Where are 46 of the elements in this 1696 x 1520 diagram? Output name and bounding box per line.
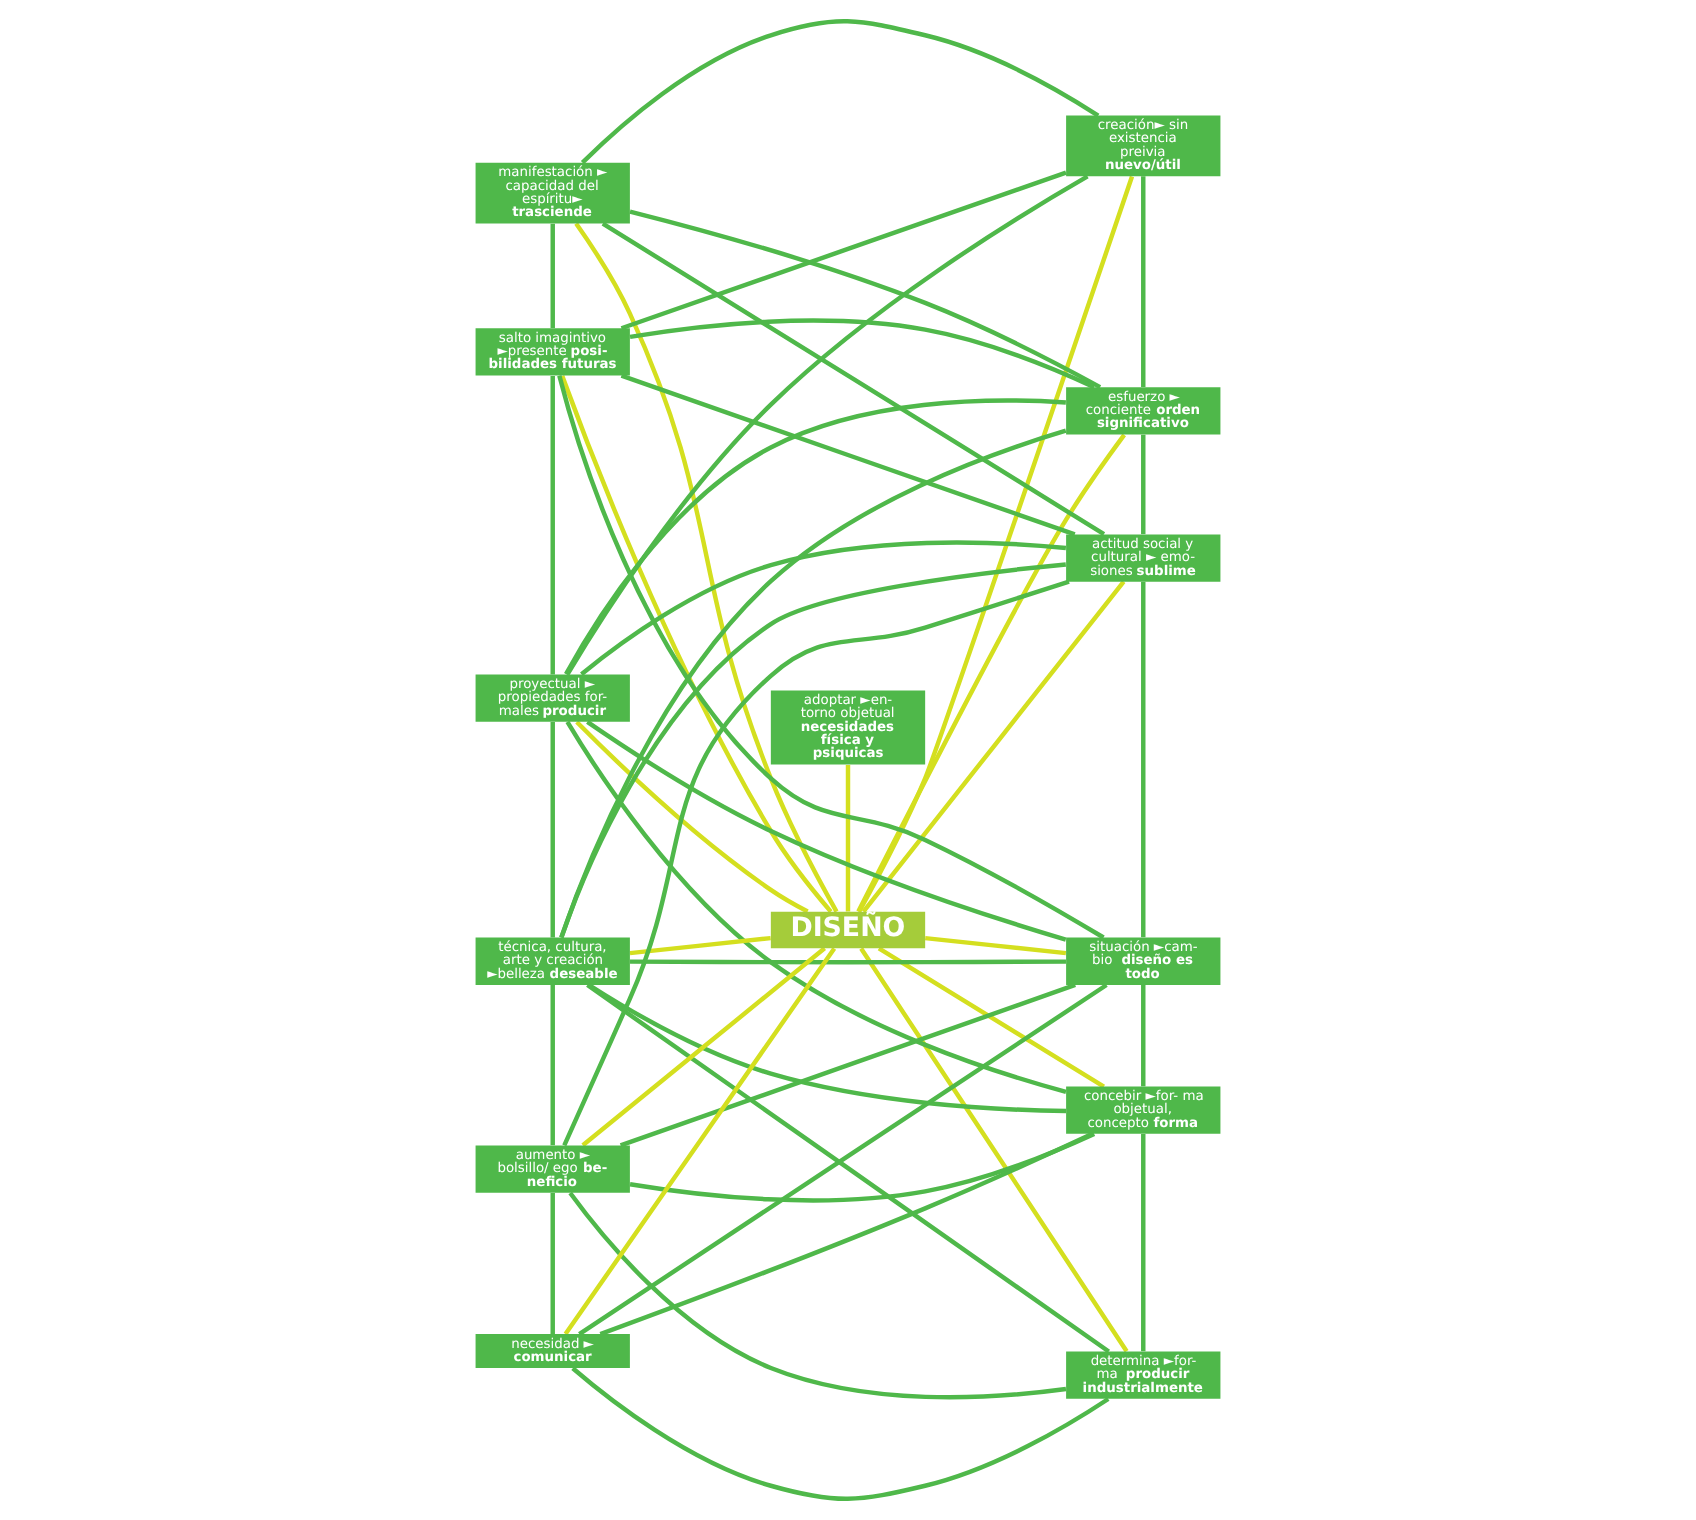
connector <box>550 984 555 1146</box>
connector <box>845 764 851 912</box>
connector <box>565 174 1089 676</box>
connector <box>629 318 1096 390</box>
connector <box>1141 434 1146 535</box>
connector <box>559 562 1067 939</box>
connector <box>601 221 1106 537</box>
connector <box>629 935 771 956</box>
connector <box>630 959 1066 965</box>
connector <box>550 375 555 675</box>
connector <box>619 982 1076 1148</box>
connector <box>859 947 1129 1353</box>
connector <box>550 1192 555 1334</box>
connector <box>861 580 1126 913</box>
connector <box>565 720 1067 1095</box>
connector <box>857 175 1135 913</box>
connector <box>557 375 1105 940</box>
connector <box>877 946 1106 1089</box>
connector <box>581 946 827 1147</box>
connector <box>550 223 555 329</box>
connector <box>1141 581 1146 938</box>
connector <box>559 428 1067 939</box>
connector <box>1141 984 1146 1087</box>
connector <box>568 1191 1067 1400</box>
connector <box>562 579 1070 1147</box>
connector <box>856 433 1126 913</box>
connector <box>620 373 1076 537</box>
connector <box>620 170 1067 331</box>
connector <box>629 209 1102 390</box>
connector <box>580 19 1100 165</box>
connector <box>1141 1134 1146 1352</box>
connector <box>574 222 839 913</box>
connector <box>564 398 1066 676</box>
connector <box>1141 176 1146 388</box>
connector <box>571 1366 1110 1501</box>
connector <box>575 720 809 914</box>
connector <box>925 935 1067 956</box>
connector <box>550 721 555 938</box>
connector <box>599 1132 1093 1337</box>
connector <box>587 983 1067 1114</box>
node-box: DISEÑO <box>770 911 926 949</box>
connector <box>563 947 837 1336</box>
connector <box>580 540 1067 676</box>
connector <box>629 1131 1096 1203</box>
connector <box>586 720 1067 942</box>
connector <box>560 375 833 914</box>
